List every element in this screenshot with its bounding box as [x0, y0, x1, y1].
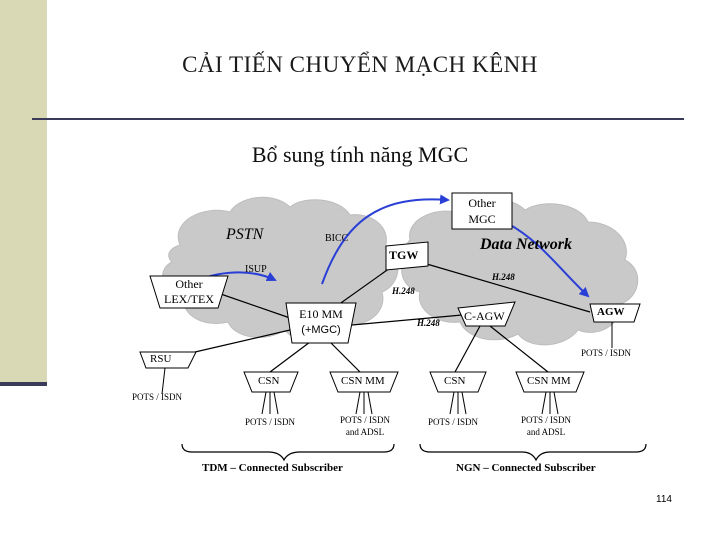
link-e10-csn [269, 341, 311, 373]
page-number: 114 [656, 494, 672, 505]
pstn-cloud [162, 196, 399, 341]
csnmm-right-label: CSN MM [527, 375, 571, 387]
fan-csn-right [449, 391, 467, 415]
link-e10-csnmm [329, 341, 361, 373]
csn-right-label: CSN [444, 375, 466, 387]
csnmm-left-shape [329, 371, 399, 393]
pots-isdn-agw-label: POTS / ISDN [581, 348, 632, 358]
fan-csnmm-left [355, 391, 373, 415]
h248-low-label: H.248 [417, 318, 440, 328]
agw-shape [589, 303, 641, 323]
pots-isdn-rsu-label: POTS / ISDN [132, 392, 183, 402]
link-rsu-pots [161, 367, 166, 395]
e10-shape [285, 302, 357, 344]
h248-mid-label: H.248 [392, 286, 415, 296]
title-rule [32, 118, 684, 120]
csn-left-label: CSN [258, 375, 280, 387]
pots-isdn-adsl-left-label: POTS / ISDN and ADSL [339, 415, 390, 437]
link-tgw-e10 [337, 267, 391, 306]
other-lex-shape [149, 275, 229, 309]
link-tgw-agw [419, 261, 591, 313]
other-mgc-label: Other MGC [468, 196, 496, 226]
other-mgc-box [451, 192, 513, 230]
agw-label: AGW [597, 306, 625, 318]
rsu-label: RSU [150, 353, 172, 365]
link-e10-cagw [351, 314, 463, 326]
h248-top-label: H.248 [492, 272, 515, 282]
tgw-shape [385, 241, 429, 271]
pots-isdn-csn-left-label: POTS / ISDN [245, 417, 296, 427]
page-title: CẢI TIẾN CHUYỂN MẠCH KÊNH [182, 52, 538, 77]
page-subtitle: Bổ sung tính năng MGC [251, 142, 469, 167]
h248-data-arrow [504, 221, 590, 298]
bicc-label: BICC [325, 233, 349, 244]
link-cagw-csnmm [489, 325, 549, 373]
bicc-arrow [321, 194, 450, 285]
e10-label: E10 MM (+MGC) [299, 307, 343, 336]
csnmm-right-shape [515, 371, 585, 393]
side-band-marker [0, 382, 47, 386]
ngn-group-label: NGN – Connected Subscriber [456, 462, 596, 474]
fan-csn-left [261, 391, 279, 415]
rsu-shape [139, 351, 197, 369]
side-band [0, 0, 47, 385]
link-rsu-e10 [194, 329, 291, 353]
csn-right-shape [429, 371, 487, 393]
pstn-label: PSTN [226, 226, 264, 243]
other-lex-label: Other LEX/TEX [164, 277, 214, 306]
csn-left-shape [243, 371, 299, 393]
data-network-label: Data Network [480, 236, 572, 253]
ngn-brace [419, 443, 647, 462]
tgw-label: TGW [389, 248, 419, 262]
link-lex-e10 [214, 291, 291, 319]
fan-csnmm-right [541, 391, 559, 415]
tdm-group-label: TDM – Connected Subscriber [202, 462, 343, 474]
pots-isdn-adsl-right-label: POTS / ISDN and ADSL [520, 415, 571, 437]
cagw-shape [457, 301, 516, 327]
pots-isdn-csn-right-label: POTS / ISDN [428, 417, 479, 427]
isup-label: ISUP [245, 264, 267, 275]
cagw-label: C-AGW [464, 309, 505, 323]
csnmm-left-label: CSN MM [341, 375, 385, 387]
tdm-brace [181, 443, 395, 462]
link-cagw-csn [454, 325, 481, 373]
